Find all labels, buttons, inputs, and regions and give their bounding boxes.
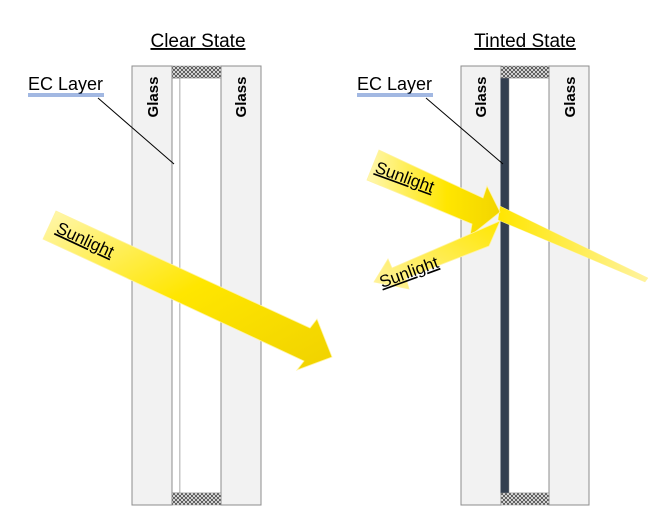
tinted-reflected-sunlight-label: Sunlight [377, 253, 441, 292]
clear-glass-right-label: Glass [233, 77, 250, 118]
tinted-ec-pointer [425, 97, 504, 165]
clear-state-panel: Clear State Glass Glass EC Layer Sunligh… [28, 31, 333, 506]
tinted-air-gap [508, 77, 550, 494]
tinted-state-panel: Tinted State Glass Glass EC Layer Sunlig… [357, 31, 649, 506]
clear-spacer-bottom [171, 492, 222, 506]
tinted-spacer-bottom [500, 492, 550, 506]
tinted-glass-left-label: Glass [473, 77, 490, 118]
tinted-glass-right [548, 65, 590, 506]
clear-sunlight-arrow [42, 210, 333, 371]
tinted-glass-left [460, 65, 502, 506]
tinted-spacer-top [500, 65, 550, 79]
clear-spacer-top [171, 65, 222, 79]
clear-glass-right [220, 65, 262, 506]
tinted-incoming-sunlight-arrow [366, 149, 501, 237]
tinted-state-title: Tinted State [474, 31, 576, 52]
tinted-glass-right-label: Glass [562, 77, 579, 118]
tinted-transmitted-arrow [497, 205, 649, 283]
tinted-ec-layer-label: EC Layer [357, 74, 432, 94]
clear-ec-layer-label: EC Layer [28, 74, 103, 94]
clear-state-title: Clear State [150, 31, 245, 52]
tinted-ec-layer [500, 77, 510, 494]
clear-glass-left-label: Glass [145, 77, 162, 118]
clear-ec-pointer [97, 97, 175, 165]
tinted-reflected-sunlight-arrow [373, 220, 501, 290]
